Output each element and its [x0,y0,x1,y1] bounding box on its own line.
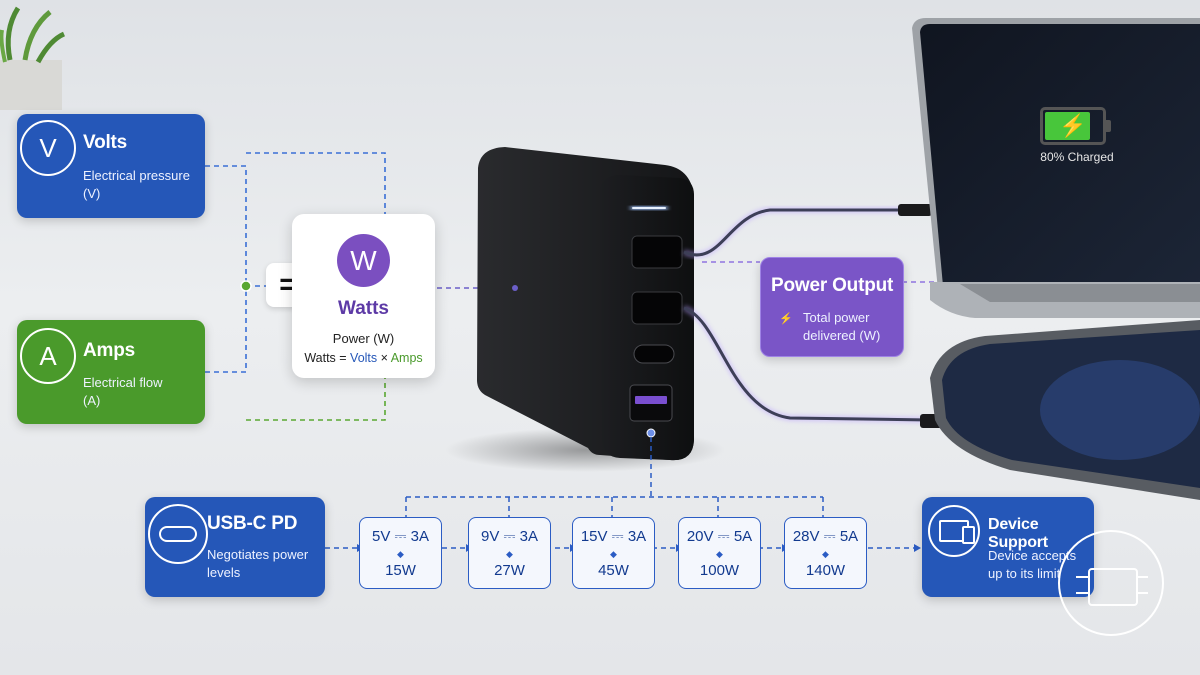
tablet [930,320,1200,500]
device-support-title: Device Support [988,516,1048,551]
usbc-pd-card: USB-C PD Negotiates power levels [145,497,325,597]
amp-icon: A [20,328,76,384]
power-output-card: Power Output Total power delivered (W) ⚡ [760,257,904,357]
usbc-subtitle: Negotiates power levels [207,547,309,580]
watts-card: W Watts Power (W) Watts = Volts × Amps [292,214,435,378]
usb-c-port-icon [148,504,208,564]
power-level-28v: 28V ⎓ 5A◆140W [784,517,867,589]
volts-card: V Volts Electrical pressure (V) [17,114,205,218]
usb-charger [445,147,725,472]
power-level-5v: 5V ⎓ 3A◆15W [359,517,442,589]
lightning-icon: ⚡ [1059,113,1087,138]
devices-icon [928,505,980,557]
battery-icon: ⚡ [1040,107,1111,145]
watts-subtitle: Power (W) [332,331,395,346]
output-cables [682,204,960,428]
laptop [912,18,1200,318]
watt-icon: W [337,234,390,287]
power-output-subtitle: Total power delivered (W) [803,310,881,343]
junction-dot [240,280,252,292]
volt-icon: V [20,120,76,176]
battery-fill [1045,112,1090,140]
amps-card: A Amps Electrical flow (A) [17,320,205,424]
power-level-9v: 9V ⎓ 3A◆27W [468,517,551,589]
chip-badge-icon [1058,530,1164,636]
volts-subtitle: Electrical pressure (V) [83,168,190,201]
usbc-title: USB-C PD [207,513,298,534]
power-output-title: Power Output [771,275,894,296]
watts-title: Watts [337,298,390,319]
amps-title: Amps [83,340,135,361]
plant-decoration [0,6,66,110]
power-level-15v: 15V ⎓ 3A◆45W [572,517,655,589]
watts-formula: Watts = Volts × Amps [304,351,423,365]
pd-connectors [325,437,914,549]
amps-subtitle: Electrical flow (A) [83,375,163,408]
volts-title: Volts [83,132,128,153]
spark-icon: ⚡ [779,313,793,325]
charge-status: 80% Charged [1040,150,1114,164]
power-level-20v: 20V ⎓ 5A◆100W [678,517,761,589]
